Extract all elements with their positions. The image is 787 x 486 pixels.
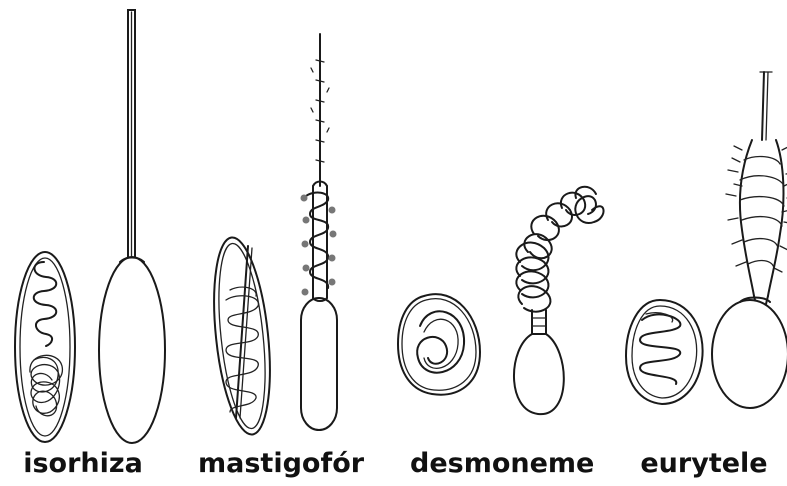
desmoneme-undischarged xyxy=(398,294,480,395)
eurytele-undischarged xyxy=(626,300,703,404)
eurytele-discharged xyxy=(712,72,787,408)
mastigophore-undischarged xyxy=(206,235,278,437)
isorhiza-discharged xyxy=(99,10,165,443)
label-mastigophore: mastigofór xyxy=(198,446,356,482)
desmoneme-discharged xyxy=(514,187,604,414)
mastigophore-discharged xyxy=(301,34,338,430)
label-desmoneme: desmoneme xyxy=(410,446,574,482)
isorhiza-undischarged xyxy=(15,252,75,442)
label-eurytele: eurytele xyxy=(638,446,770,482)
label-isorhiza: isorhiza xyxy=(18,446,148,482)
